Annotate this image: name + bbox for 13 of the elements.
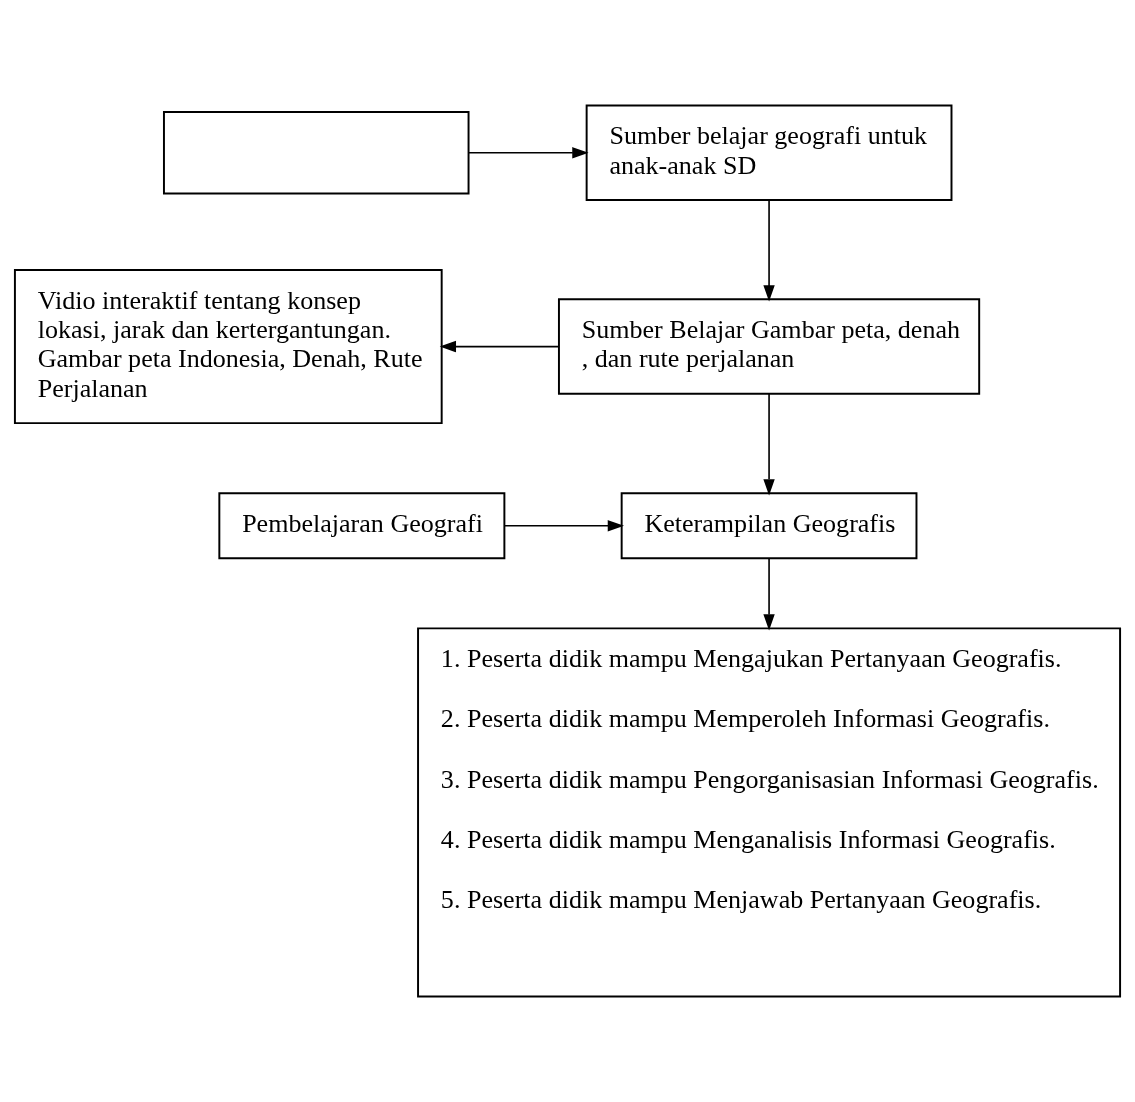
arrow: [468, 147, 589, 159]
node-box: Keterampilan Geografis: [620, 492, 918, 560]
node-box: Vidio interaktif tentang konsep lokasi, jarak dan kertergantungan. Gambar peta Indonesia, Denah, Rute Perjalanan: [13, 269, 443, 425]
node-box: Sumber Belajar Gambar peta, denah , dan rute perjalanan: [557, 298, 981, 395]
node-box: Sumber belajar geografi untuk anak-anak SD: [585, 104, 953, 201]
arrow: [763, 558, 775, 631]
node-box: [163, 111, 470, 195]
arrow: [439, 340, 560, 353]
arrow: [504, 520, 625, 532]
node-box: 1. Peserta didik mampu Mengajukan Pertanyaan Geografis. 2. Peserta didik mampu Memperoleh Informasi Geografis. 3. Peserta didik mampu Pengorganisasian Informasi Geografis. 4. Peserta didik mampu Menganalisis Informasi Geografis. 5. Peserta didik mampu Menjawab Pertanyaan Geografis.: [417, 627, 1122, 998]
node-box: Pembelajaran Geografi: [218, 492, 506, 560]
arrow: [763, 393, 775, 496]
arrow: [763, 199, 775, 302]
